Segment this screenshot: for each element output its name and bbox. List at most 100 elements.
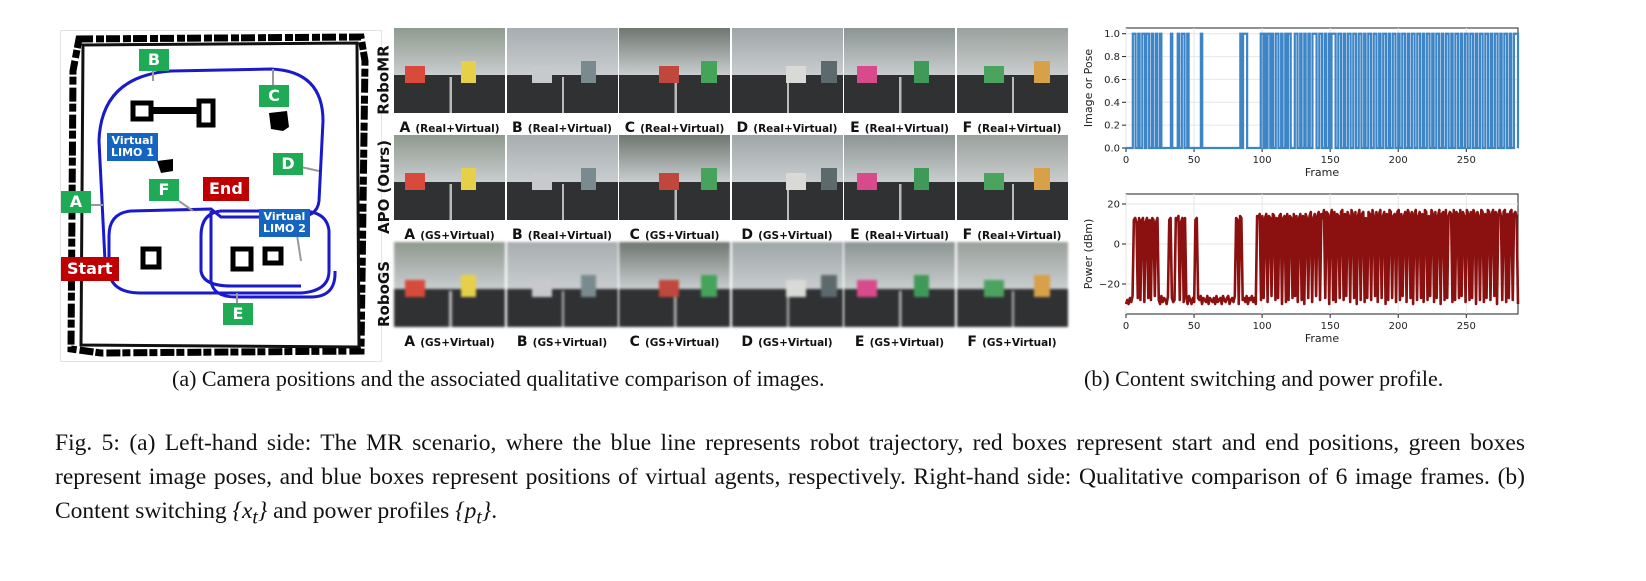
obstacle (262, 246, 284, 266)
subcaption-a: (a) Camera positions and the associated … (172, 366, 825, 391)
frame-caption: E (Real+Virtual) (850, 227, 949, 243)
frame-image (619, 135, 730, 220)
frame-caption: F (GS+Virtual) (967, 334, 1057, 350)
frame-image (956, 28, 1068, 113)
y-tick-label: 20 (1107, 200, 1120, 211)
frame-caption: B (Real+Virtual) (512, 120, 612, 136)
frame-caption: D (Real+Virtual) (736, 120, 838, 136)
y-axis-label: Image or Pose (1082, 49, 1095, 127)
x-tick-label: 100 (1253, 321, 1272, 332)
frame-caption: E (Real+Virtual) (850, 120, 949, 136)
math-x-t: {xt} (232, 498, 268, 529)
obstacle (230, 246, 254, 272)
frame-caption: E (GS+Virtual) (854, 334, 945, 350)
frame-image (844, 135, 955, 220)
x-tick-label: 150 (1321, 155, 1340, 166)
pose-marker-a: A (61, 191, 91, 213)
y-tick-label: 0.4 (1104, 98, 1120, 109)
leader-line (296, 234, 302, 262)
leader-line (178, 200, 194, 212)
virtual-agent-2-marker: Virtual LIMO 2 (259, 209, 310, 237)
row-label: RoboGS (375, 260, 394, 327)
frame-image (619, 242, 730, 327)
frame-image (394, 135, 505, 220)
figure-caption-text-1: Fig. 5: (a) Left-hand side: The MR scena… (55, 430, 1525, 524)
series-line-switching (1126, 32, 1520, 150)
x-axis-label: Frame (1305, 166, 1340, 179)
start-marker: Start (61, 257, 119, 281)
frame-caption: A (GS+Virtual) (404, 227, 495, 243)
y-tick-label: 0.0 (1104, 144, 1120, 155)
x-tick-label: 0 (1123, 321, 1129, 332)
frame-image (506, 135, 618, 220)
frame-image (956, 242, 1068, 327)
virtual-agent-1-line1: Virtual (111, 134, 154, 147)
x-tick-label: 100 (1253, 155, 1272, 166)
figure-caption-text-3: . (491, 498, 498, 524)
frame-caption: F (Real+Virtual) (962, 120, 1062, 136)
y-axis-label: Power (dBm) (1082, 219, 1095, 290)
x-tick-label: 50 (1188, 321, 1201, 332)
leader-line (300, 166, 320, 172)
virtual-agent-2-line1: Virtual (263, 210, 306, 223)
pose-marker-d: D (273, 153, 303, 175)
pose-marker-b: B (139, 49, 169, 71)
frame-caption: A (Real+Virtual) (399, 120, 500, 136)
frame-image (394, 28, 505, 113)
row-label: APO (Ours) (375, 139, 394, 234)
map-drawing (67, 33, 369, 357)
obstacle (151, 107, 199, 114)
frame-image (956, 135, 1068, 220)
obstacle (196, 98, 216, 128)
frame-image (731, 242, 843, 327)
frame-image (844, 242, 955, 327)
frame-caption: B (GS+Virtual) (516, 334, 608, 350)
scenario-map: B C D A F E Start End Virtual LIMO 1 Vir… (60, 30, 382, 362)
frame-image (506, 242, 618, 327)
pose-marker-c: C (259, 85, 289, 107)
frame-caption: C (GS+Virtual) (629, 227, 720, 243)
x-tick-label: 250 (1457, 321, 1476, 332)
x-axis-label: Frame (1305, 332, 1340, 345)
x-tick-label: 150 (1321, 321, 1340, 332)
virtual-agent-1-marker: Virtual LIMO 1 (107, 133, 158, 161)
obstacle (157, 159, 173, 173)
frame-image (844, 28, 955, 113)
frame-caption: C (GS+Virtual) (629, 334, 720, 350)
figure-caption: Fig. 5: (a) Left-hand side: The MR scena… (55, 426, 1525, 536)
y-tick-label: 1.0 (1104, 29, 1120, 40)
obstacle (130, 100, 154, 122)
frame-image (731, 135, 843, 220)
y-tick-label: 0.6 (1104, 75, 1120, 86)
x-tick-label: 50 (1188, 155, 1201, 166)
frame-caption: B (Real+Virtual) (512, 227, 612, 243)
map-wall-inner (79, 41, 361, 349)
virtual-agent-2-line2: LIMO 2 (263, 222, 306, 235)
frame-caption: D (GS+Virtual) (741, 334, 833, 350)
x-tick-label: 0 (1123, 155, 1129, 166)
end-marker: End (203, 177, 249, 201)
series-line-power (1124, 208, 1520, 306)
y-tick-label: 0.2 (1104, 121, 1120, 132)
obstacle (140, 246, 162, 270)
figure-caption-text-2: and power profiles (267, 498, 456, 524)
y-tick-label: −20 (1099, 280, 1120, 291)
frame-image (731, 28, 843, 113)
row-label: RoboMR (375, 44, 393, 115)
frame-caption: F (Real+Virtual) (962, 227, 1062, 243)
obstacle (269, 111, 289, 131)
frame-caption: C (Real+Virtual) (624, 120, 725, 136)
frame-image (619, 28, 730, 113)
math-p-t: {pt} (455, 498, 492, 529)
subcaption-b: (b) Content switching and power profile. (1084, 366, 1444, 391)
pose-marker-f: F (149, 179, 179, 201)
x-tick-label: 250 (1457, 155, 1476, 166)
frame-image (506, 28, 618, 113)
frame-image (394, 242, 505, 327)
frame-caption: A (GS+Virtual) (404, 334, 495, 350)
y-tick-label: 0 (1114, 240, 1120, 251)
virtual-agent-1-line2: LIMO 1 (111, 146, 154, 159)
x-tick-label: 200 (1389, 155, 1408, 166)
